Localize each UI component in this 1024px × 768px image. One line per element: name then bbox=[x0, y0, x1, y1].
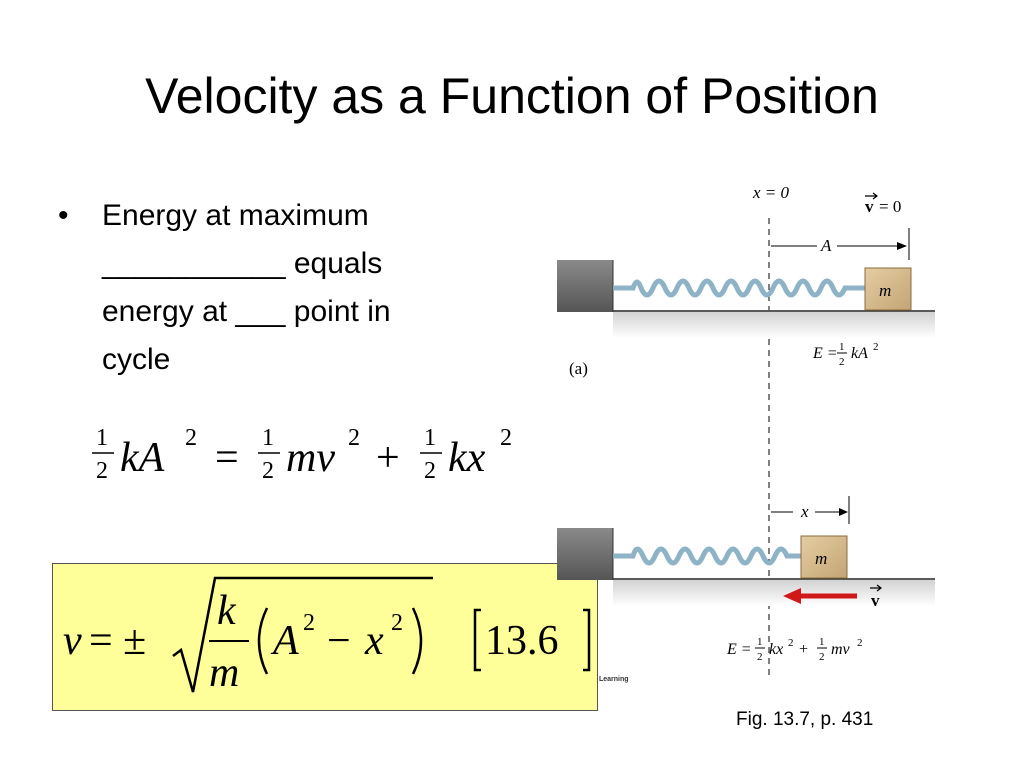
velocity-arrow-icon bbox=[783, 588, 801, 604]
x-arrow-icon bbox=[839, 508, 848, 516]
energy-bottom-frac1-den: 2 bbox=[757, 651, 763, 663]
term-kx: kx bbox=[448, 435, 486, 481]
bullet-line-2: ___________ equals bbox=[102, 247, 383, 280]
velocity-label: v bbox=[871, 591, 880, 610]
term-kA: kA bbox=[120, 435, 165, 481]
paren-left bbox=[257, 607, 269, 675]
frac-den-1: 2 bbox=[96, 458, 108, 484]
energy-top-frac-num: 1 bbox=[839, 341, 845, 353]
publisher-credit: Learning bbox=[599, 676, 629, 683]
bracket-right bbox=[583, 608, 591, 672]
spring-mass-figure: x = 0 v = 0 A m (a) E = 1 2 kA 2 x bbox=[557, 183, 935, 678]
mass-block-bottom bbox=[800, 535, 848, 579]
bracket-left bbox=[473, 608, 481, 672]
floor-top bbox=[613, 310, 935, 338]
label-v-symbol: v bbox=[865, 197, 874, 216]
energy-bottom-exp2: 2 bbox=[857, 637, 863, 649]
wall-bottom bbox=[557, 528, 613, 580]
label-x-eq-0: x = 0 bbox=[752, 183, 790, 202]
label-v-zero: = 0 bbox=[879, 197, 901, 216]
energy-bottom-frac2-den: 2 bbox=[819, 651, 825, 663]
energy-bottom-frac1-num: 1 bbox=[757, 636, 763, 648]
mass-label-bottom: m bbox=[815, 549, 827, 568]
energy-bottom-kx: kx bbox=[769, 641, 783, 658]
bullet-glyph: • bbox=[58, 199, 69, 232]
energy-bottom-plus: + bbox=[799, 641, 808, 658]
energy-bottom-mv: mv bbox=[831, 641, 851, 658]
bullet-line-4: cycle bbox=[102, 343, 171, 376]
exp-3: 2 bbox=[500, 425, 512, 451]
var-v: v bbox=[63, 618, 82, 664]
plus-sign: + bbox=[376, 435, 400, 481]
frac-num-1: 1 bbox=[96, 425, 108, 451]
var-m: m bbox=[209, 650, 239, 696]
slide-title: Velocity as a Function of Position bbox=[145, 68, 879, 124]
floor-bottom bbox=[613, 578, 935, 606]
vector-arrow-icon bbox=[865, 192, 878, 200]
equals-pm: = ± bbox=[89, 618, 146, 664]
frac-den-3: 2 bbox=[424, 458, 436, 484]
sqrt-sign bbox=[172, 576, 433, 693]
bullet-line-3: energy at ___ point in bbox=[102, 295, 391, 328]
exp-A: 2 bbox=[303, 610, 315, 636]
label-amplitude: A bbox=[820, 236, 832, 255]
energy-top-kA: kA bbox=[851, 345, 868, 362]
velocity-equation-box: v = ± k m A 2 − x 2 13.6 bbox=[52, 563, 598, 711]
var-k: k bbox=[217, 588, 237, 634]
equals-sign: = bbox=[215, 435, 239, 481]
spring-top bbox=[613, 278, 867, 298]
panel-label: (a) bbox=[569, 359, 588, 378]
var-x: x bbox=[364, 618, 384, 664]
frac-den-2: 2 bbox=[262, 458, 274, 484]
equation-number: 13.6 bbox=[485, 618, 559, 664]
velocity-equation: v = ± k m A 2 − x 2 13.6 bbox=[63, 576, 591, 696]
bullet-line-1: Energy at maximum bbox=[102, 199, 369, 232]
energy-equation: 1 2 kA 2 = 1 2 mv 2 + 1 2 kx 2 bbox=[92, 425, 512, 484]
frac-num-2: 1 bbox=[262, 425, 274, 451]
wall-top bbox=[557, 260, 613, 312]
frac-num-3: 1 bbox=[424, 425, 436, 451]
var-A: A bbox=[270, 618, 299, 664]
energy-top-label: E = bbox=[812, 345, 838, 362]
energy-top-exp: 2 bbox=[873, 341, 879, 353]
mass-block-top bbox=[864, 267, 912, 311]
paren-right bbox=[411, 607, 423, 675]
energy-bottom-label: E = bbox=[726, 641, 752, 658]
spring-bottom bbox=[613, 546, 803, 566]
label-x: x bbox=[800, 502, 809, 521]
exp-x: 2 bbox=[391, 610, 403, 636]
exp-1: 2 bbox=[185, 425, 197, 451]
energy-bottom-frac2-num: 1 bbox=[819, 636, 825, 648]
figure-caption: Fig. 13.7, p. 431 bbox=[736, 709, 874, 730]
exp-2: 2 bbox=[348, 425, 360, 451]
bullet-text: Energy at maximum ___________ equals ene… bbox=[102, 192, 522, 384]
energy-bottom-exp1: 2 bbox=[788, 637, 794, 649]
minus-sign: − bbox=[327, 618, 351, 664]
velocity-vector-arrow-icon bbox=[870, 584, 882, 592]
amplitude-arrow-icon bbox=[897, 242, 907, 250]
term-mv: mv bbox=[286, 435, 335, 481]
mass-label-top: m bbox=[879, 281, 891, 300]
energy-top-frac-den: 2 bbox=[839, 356, 845, 368]
